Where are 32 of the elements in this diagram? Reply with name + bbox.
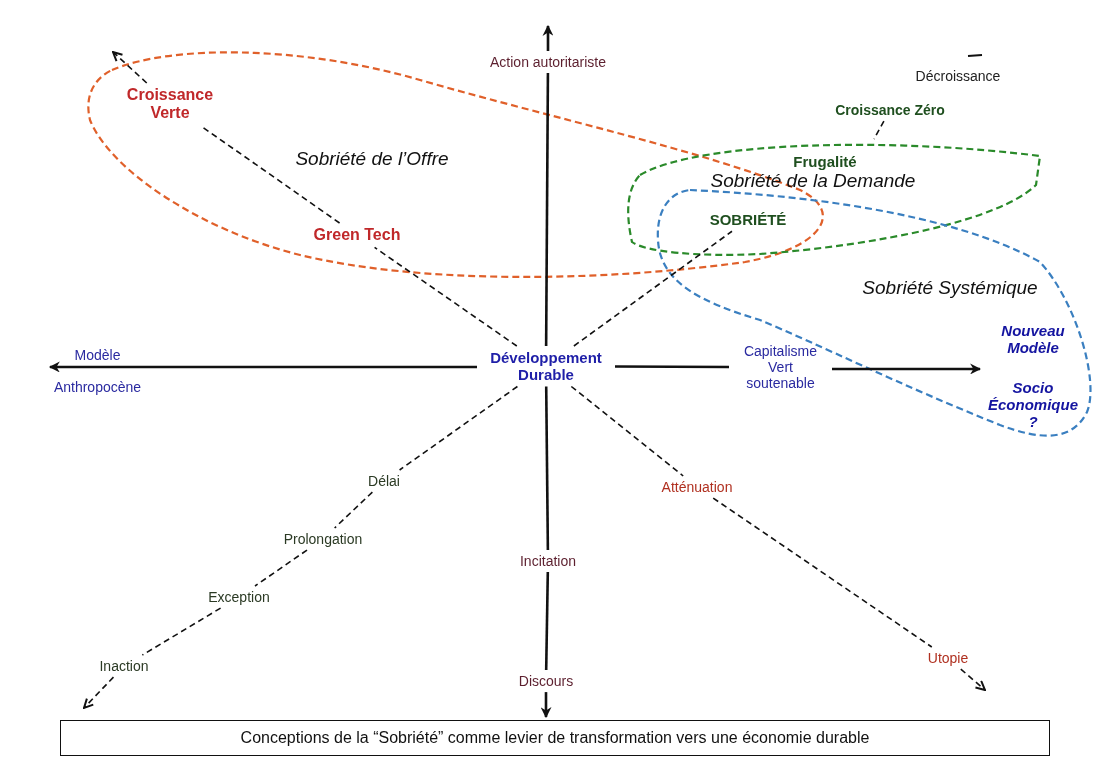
- concept-label: Prolongation: [283, 531, 363, 548]
- caption-text: Conceptions de la “Sobriété” comme levier de transformation vers une économie durable: [240, 729, 870, 747]
- axis-arrow: [542, 24, 554, 51]
- group-heading: Sobriété de l’Offre: [295, 148, 449, 170]
- concept-label: Capitalisme Vert soutenable: [742, 343, 819, 392]
- axis-label: Incitation: [519, 553, 576, 570]
- concept-label: Développement Durable: [489, 349, 603, 384]
- concept-label: SOBRIÉTÉ: [709, 211, 787, 229]
- concept-label: Green Tech: [313, 226, 401, 245]
- dashed-arrow: [960, 668, 986, 691]
- dashed-arrow: [83, 676, 115, 709]
- concept-label: Inaction: [99, 658, 149, 675]
- concept-label: Utopie: [927, 650, 969, 667]
- axis-label: Anthropocène: [53, 379, 142, 396]
- concept-label: Croissance Verte: [125, 86, 215, 123]
- axis-label: Discours: [518, 673, 574, 690]
- concept-label: Socio Économique ?: [987, 378, 1079, 431]
- axis-arrow: [48, 361, 477, 373]
- concept-label: Nouveau Modèle: [1000, 322, 1066, 357]
- axis-label: Action autoritariste: [490, 54, 606, 71]
- group-heading: Sobriété Systémique: [862, 277, 1038, 299]
- concept-label: Atténuation: [661, 479, 733, 496]
- concept-label: Délai: [368, 473, 400, 490]
- dashed-arrow: [112, 51, 148, 84]
- group-heading: Sobriété de la Demande: [710, 170, 916, 192]
- axis-arrow: [540, 692, 552, 719]
- concept-label: Décroissance: [915, 68, 1001, 85]
- concept-label: Exception: [208, 589, 270, 606]
- concept-label: Frugalité: [793, 153, 857, 171]
- axis-arrow: [832, 363, 982, 375]
- axis-label: Modèle: [74, 347, 121, 364]
- concept-label: Croissance Zéro: [835, 102, 945, 119]
